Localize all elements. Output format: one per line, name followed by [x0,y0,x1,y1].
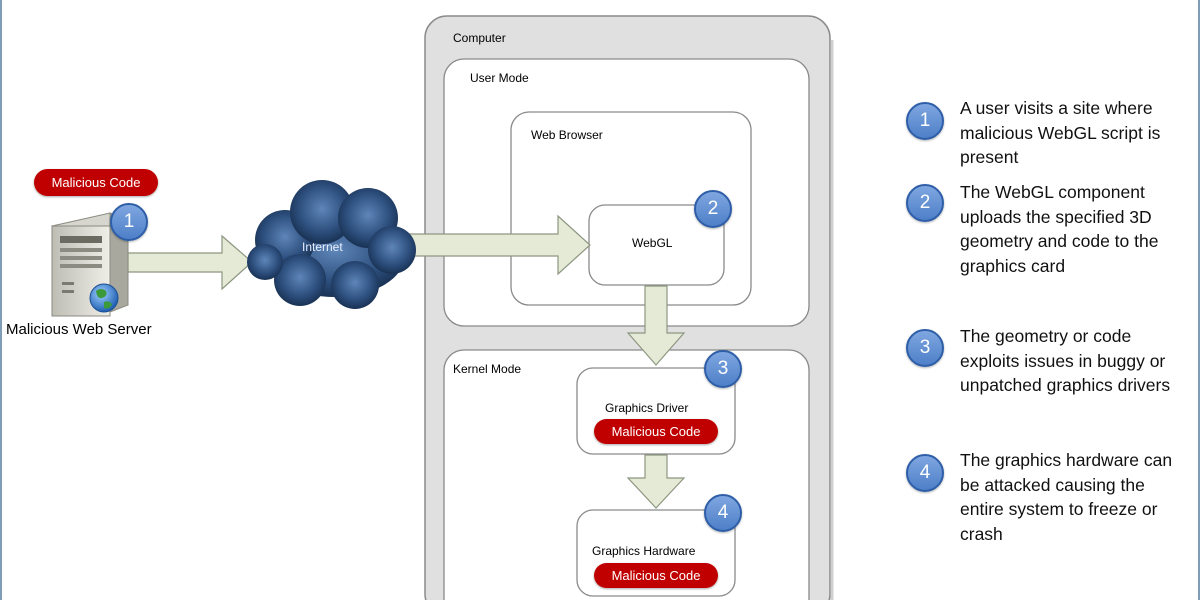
step-4-badge: 4 [906,454,944,492]
kernel-mode-label: Kernel Mode [453,362,522,376]
computer-label: Computer [453,31,506,45]
step-3-badge: 3 [906,329,944,367]
step-2-badge: 2 [906,184,944,222]
server-tower-icon [50,212,130,317]
step-1-badge: 1 [906,102,944,140]
left-frame-border [0,0,2,600]
arrow-server-to-internet [127,234,253,291]
internet-cloud-icon [247,180,416,309]
internet-label: Internet [302,240,343,254]
step-3-text: The geometry or code exploits issues in … [960,326,1171,395]
arrow-internet-to-webgl [404,214,591,276]
badge-1-server: 1 [110,203,148,241]
right-frame-border [1198,0,1200,600]
globe-icon [89,283,119,313]
graphics-driver-label: Graphics Driver [605,401,689,415]
hardware-malicious-code-tag: Malicious Code [594,563,718,588]
badge-4-hardware: 4 [704,494,742,532]
step-4-text: The graphics hardware can be attacked ca… [960,450,1173,544]
driver-malicious-code-tag: Malicious Code [594,419,718,444]
badge-3-driver: 3 [704,350,742,388]
server-malicious-code-tag: Malicious Code [34,169,158,196]
web-browser-label: Web Browser [531,128,603,142]
step-2-text: The WebGL component uploads the specifie… [960,182,1159,276]
server-label: Malicious Web Server [6,321,152,338]
user-mode-label: User Mode [470,71,529,85]
graphics-hardware-label: Graphics Hardware [592,544,696,558]
arrow-webgl-to-driver [626,285,686,366]
arrow-driver-to-hardware [626,454,686,509]
badge-2-webgl: 2 [694,190,732,228]
step-1-text: A user visits a site where malicious Web… [960,98,1161,167]
webgl-label: WebGL [632,236,673,250]
